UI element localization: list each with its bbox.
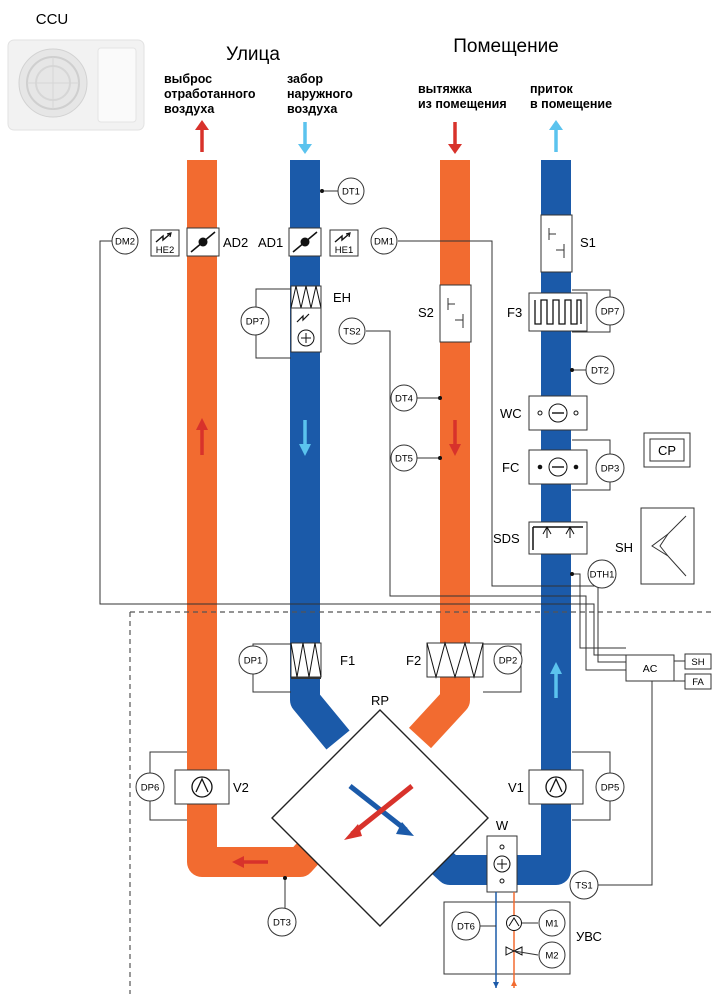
dt2-label: DT2 — [591, 366, 609, 377]
heater-coil-f3 — [528, 292, 588, 332]
dt1-label: DT1 — [342, 187, 360, 198]
sensor-taps — [283, 189, 574, 880]
humidifier-sh-box — [640, 507, 695, 585]
filter-f1 — [290, 642, 322, 679]
supply-caption-1: приток — [530, 82, 573, 96]
fan-v1 — [528, 769, 584, 805]
recuperator-rp — [271, 709, 489, 927]
heater-he1 — [329, 229, 359, 257]
exhaust-caption-1: выброс — [164, 72, 212, 86]
dm2-label: DM2 — [115, 237, 135, 248]
intake-arrow — [298, 122, 312, 154]
fc-label: FC — [502, 460, 519, 475]
flow-arrow-extract — [449, 420, 461, 456]
dp6-label: DP6 — [141, 783, 159, 794]
extract-caption-2: из помещения — [418, 97, 507, 111]
intake-caption-3: воздуха — [287, 102, 338, 116]
damper-ad1 — [288, 227, 322, 257]
dt4-label: DT4 — [395, 394, 413, 405]
ts1-label: TS1 — [575, 881, 592, 892]
w-label: W — [496, 818, 509, 833]
sh-output-label: SH — [691, 657, 704, 668]
exhaust-caption-2: отработанного — [164, 87, 256, 101]
eh-label: EH — [333, 290, 351, 305]
f2-label: F2 — [406, 653, 421, 668]
dt3-label: DT3 — [273, 918, 291, 929]
m2-label: M2 — [545, 951, 558, 962]
he2-label: HE2 — [156, 245, 174, 256]
uvs-label: УВС — [576, 929, 602, 944]
water-heater-w — [486, 835, 518, 893]
intake-caption-1: забор — [287, 72, 323, 86]
fan-v2 — [174, 769, 230, 805]
ccu-unit-icon — [7, 39, 145, 131]
dm1-label: DM1 — [374, 237, 394, 248]
sensor-circles — [111, 177, 625, 969]
exhaust-out-arrow — [195, 120, 209, 152]
controller-ac — [625, 654, 675, 682]
filter-f2 — [426, 641, 484, 679]
sds-label: SDS — [493, 531, 520, 546]
s1-label: S1 — [580, 235, 596, 250]
supply-duct — [404, 160, 571, 885]
flow-arrow-supply — [550, 662, 562, 698]
ts2-label: TS2 — [343, 327, 360, 338]
dp2-label: DP2 — [499, 656, 517, 667]
dp7-left-label: DP7 — [246, 317, 264, 328]
freon-cooler-fc — [528, 449, 588, 485]
fa-output-label: FA — [692, 677, 704, 688]
supply-arrow — [549, 120, 563, 152]
extract-arrow — [448, 122, 462, 154]
cp-label: CP — [658, 443, 676, 458]
extract-caption-1: вытяжка — [418, 82, 473, 96]
silencer-s1 — [540, 214, 573, 273]
v1-label: V1 — [508, 780, 524, 795]
dth1-label: DTH1 — [590, 570, 615, 581]
cp-panel — [643, 432, 691, 468]
fa-output-box — [684, 673, 712, 690]
f3-label: F3 — [507, 305, 522, 320]
sh-output-box — [684, 653, 712, 670]
rp-label: RP — [371, 693, 389, 708]
wiring — [99, 190, 685, 908]
v2-label: V2 — [233, 780, 249, 795]
intake-caption-2: наружного — [287, 87, 353, 101]
outside-heading: Улица — [226, 44, 280, 65]
m1-label: M1 — [545, 919, 558, 930]
flow-arrow-exhaust — [196, 418, 208, 455]
dp1-label: DP1 — [244, 656, 262, 667]
dp7-right-label: DP7 — [601, 307, 619, 318]
sh-label: SH — [615, 540, 633, 555]
flow-arrow-bottom — [232, 856, 268, 868]
silencer-s2 — [439, 284, 472, 343]
ad1-label: AD1 — [258, 235, 283, 250]
exhaust-caption-3: воздуха — [164, 102, 215, 116]
steam-humidifier-sds — [528, 521, 588, 555]
ac-label: AC — [643, 663, 658, 675]
flow-arrow-intake — [299, 420, 311, 456]
dt6-label: DT6 — [457, 922, 475, 933]
dt5-label: DT5 — [395, 454, 413, 465]
damper-ad2 — [186, 227, 220, 257]
supply-caption-2: в помещение — [530, 97, 612, 111]
electric-heater-eh — [290, 285, 322, 353]
room-heading: Помещение — [453, 36, 559, 57]
heater-he2 — [150, 229, 180, 257]
water-cooler-wc — [528, 395, 588, 431]
ad2-label: AD2 — [223, 235, 248, 250]
f1-label: F1 — [340, 653, 355, 668]
s2-label: S2 — [418, 305, 434, 320]
ccu-label: CCU — [36, 11, 69, 28]
he1-label: HE1 — [335, 245, 353, 256]
dp5-label: DP5 — [601, 783, 619, 794]
dp3-label: DP3 — [601, 464, 619, 475]
wc-label: WC — [500, 406, 522, 421]
